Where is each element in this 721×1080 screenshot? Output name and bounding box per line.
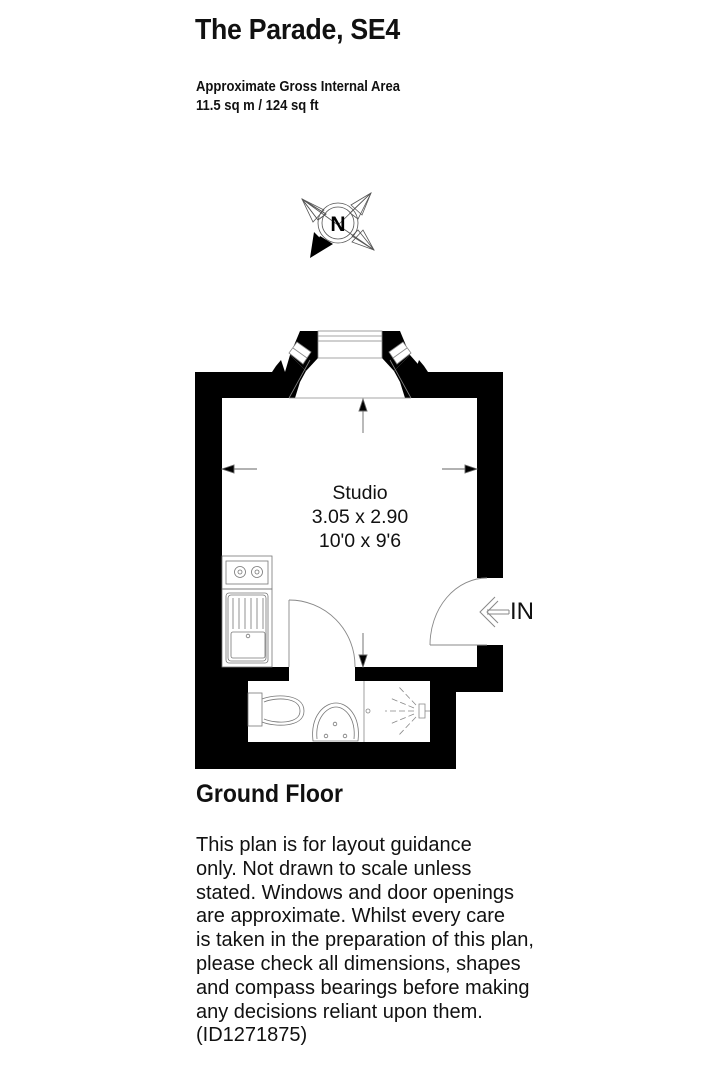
disclaimer-line: is taken in the preparation of this plan…	[196, 929, 534, 952]
floor-title: Ground Floor	[196, 780, 343, 808]
dimension-arrows	[220, 397, 479, 669]
area-value: 11.5 sq m / 124 sq ft	[196, 98, 319, 114]
disclaimer-line: are approximate. Whilst every care	[196, 905, 506, 928]
room-dimensions-metric: 3.05 x 2.90	[311, 506, 409, 528]
disclaimer-line: stated. Windows and door openings	[196, 881, 514, 904]
room-dimensions-imperial: 10'0 x 9'6	[318, 530, 402, 552]
page-title: The Parade, SE4	[195, 14, 400, 46]
entrance-arrow-icon	[479, 596, 510, 628]
kitchen-sink-icon	[221, 588, 273, 668]
washbasin-icon	[312, 702, 359, 742]
disclaimer: This plan is for layout guidance only. N…	[196, 834, 556, 1048]
disclaimer-line: only. Not drawn to scale unless	[196, 857, 472, 880]
disclaimer-line: and compass bearings before making	[196, 976, 530, 999]
toilet-icon	[247, 692, 305, 727]
compass-label: N	[330, 213, 345, 236]
disclaimer-line: This plan is for layout guidance	[196, 834, 472, 856]
walls	[195, 331, 503, 769]
area-label: Approximate Gross Internal Area	[196, 79, 401, 95]
entrance-label: IN	[510, 598, 534, 625]
disclaimer-line: please check all dimensions, shapes	[196, 952, 521, 975]
entrance-door[interactable]	[429, 577, 488, 646]
bay-outline	[288, 341, 412, 399]
hob-icon	[221, 555, 273, 590]
room-studio: Studio 3.05 x 2.90 10'0 x 9'6	[280, 481, 440, 553]
disclaimer-line: any decisions reliant upon them.	[196, 1000, 483, 1023]
floor-plan	[195, 330, 510, 769]
area-summary: Approximate Gross Internal Area 11.5 sq …	[196, 78, 400, 116]
bay-windows	[288, 330, 412, 365]
disclaimer-id: (ID1271875)	[196, 1024, 308, 1047]
compass-north-icon: N	[301, 192, 375, 258]
bathroom-door[interactable]	[288, 599, 356, 668]
shower-icon	[363, 681, 430, 742]
room-name: Studio	[332, 482, 388, 504]
